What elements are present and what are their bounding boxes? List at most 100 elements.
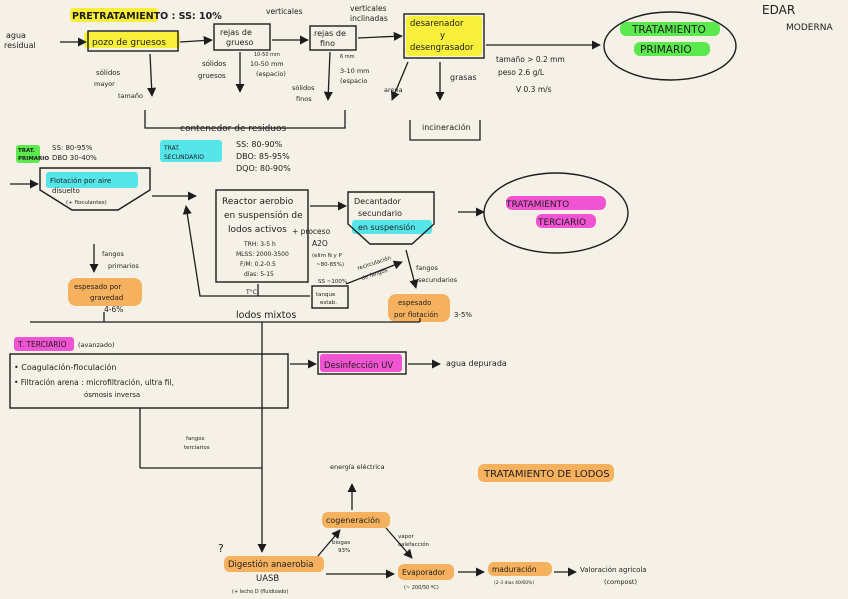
primary-bubble: [603, 11, 737, 81]
espacio-1a: 10-50 mm: [250, 60, 284, 68]
recirculacion-2: de fangos: [361, 268, 389, 282]
tertiary-bubble-highlight: [506, 196, 606, 210]
t-terciario-label: T. TERCIARIO: [17, 340, 67, 349]
espacio-1b: (espacio): [256, 70, 286, 78]
primary-eff-2: DBO 30-40%: [52, 154, 97, 162]
pozo-label: pozo de gruesos: [92, 38, 166, 48]
desinfeccion-box: [317, 351, 407, 375]
decantador-label-2: secundario: [358, 209, 402, 218]
trat-primario-highlight: [16, 145, 40, 163]
floculantes-label: (+ floculantes): [66, 200, 107, 206]
trat-primario-1: TRAT.: [18, 148, 35, 154]
trat-secundario-highlight: [160, 140, 222, 162]
proceso-4: ~80-85%): [316, 262, 344, 268]
fangos-secundarios-1: fangos: [416, 264, 438, 272]
solidos-mayor-1: sólidos: [96, 69, 121, 77]
rejas-finas-label-2: fino: [320, 39, 335, 48]
tertiary-item-1: • Coagulación-floculación: [14, 362, 117, 372]
corner-title: EDAR: [762, 3, 795, 17]
decantador-label-3: en suspensión: [358, 222, 415, 232]
tanque-label-2: estab.: [320, 300, 337, 306]
contenedor-label: contenedor de residuos: [180, 124, 287, 134]
proceso-2: A2O: [312, 239, 328, 248]
rejas-finas-spacing: 6 mm: [340, 54, 355, 60]
fangos-terciarios-2: terciarios: [184, 445, 210, 451]
decantador-highlight: [352, 220, 432, 234]
reactor-param-1: TRH: 3-5 h: [243, 241, 276, 248]
solidos-gruesos-1: sólidos: [202, 60, 227, 68]
fangos-secundarios-2: secundarios: [418, 276, 458, 284]
espacio-2b: (espacio: [340, 77, 367, 85]
tertiary-box: [9, 353, 289, 409]
pretreatment-heading: PRETRATAMIENTO : SS: 10%: [72, 11, 222, 22]
flotacion-label-2: disuelto: [52, 187, 80, 195]
reactor-param-4: días: 5-15: [244, 271, 274, 278]
evaporador-note: (~ 200/50 ºC): [404, 585, 439, 591]
decantador-label-1: Decantador: [354, 197, 401, 206]
question-mark: ?: [218, 542, 224, 555]
grasas-label: grasas: [450, 73, 477, 82]
primary-eff-1: SS: 80-95%: [52, 144, 93, 152]
trat-secundario-1: TRAT.: [163, 145, 180, 152]
rejas-finas-label-1: rejas de: [314, 29, 346, 38]
rejas-finas-note-1: verticales: [350, 4, 387, 13]
uasb-note: (+ lecho D (fluidizado): [232, 589, 288, 595]
tertiary-item-2: • Filtración arena : microfiltración, ul…: [14, 378, 174, 387]
secondary-eff-3: DQO: 80-90%: [236, 164, 291, 173]
espesado-flotacion-highlight: [388, 294, 450, 322]
espesado-flotacion-2: por flotación: [394, 311, 438, 319]
contenedor-bracket: [144, 110, 346, 129]
desarenador-box: [403, 13, 485, 59]
desarenador-spec-3: V 0.3 m/s: [516, 85, 552, 94]
proceso-1: + proceso: [292, 227, 331, 236]
desarenador-label-2: y: [440, 31, 445, 41]
reactor-param-2: MLSS: 2000-3500: [236, 251, 289, 258]
reactor-param-3: F/M: 0.2-0.5: [240, 261, 276, 268]
pozo-box: [87, 30, 179, 52]
reactor-label-1: Reactor aerobio: [222, 197, 294, 207]
fangos-primarios-1: fangos: [102, 250, 124, 258]
agua-depurada-label: agua depurada: [446, 359, 507, 368]
trat-secundario-2: SECUNDARIO: [164, 154, 204, 161]
rejas-gruesas-label-1: rejas de: [220, 28, 252, 37]
tratamiento-lodos-label: TRATAMIENTO DE LODOS: [483, 469, 610, 480]
arena-label: arena: [384, 86, 403, 94]
reactor-label-3: lodos activos: [228, 225, 287, 235]
vapor-2: calefacción: [398, 541, 430, 548]
cogeneracion-highlight: [322, 512, 390, 528]
reactor-box: [215, 189, 309, 283]
fangos-terciarios-1: fangos: [186, 436, 205, 442]
biogas-1: biogas: [332, 540, 350, 546]
rejas-finas-box: [309, 25, 357, 51]
lodos-mixtos-label: lodos mixtos: [236, 310, 296, 321]
input-line-1: agua: [6, 31, 26, 40]
rejas-finas-note-2: inclinadas: [350, 14, 388, 23]
tertiary-bubble-2: TERCIARIO: [537, 218, 586, 228]
desarenador-label-3: desengrasador: [410, 43, 474, 53]
pozo-highlight: [84, 32, 180, 48]
t-terciario-note: (avanzado): [78, 341, 115, 349]
espesado-gravedad-1: espesado por: [74, 283, 121, 291]
desinfeccion-label: Desinfección UV: [324, 360, 393, 371]
corner-subtitle: MODERNA: [786, 23, 833, 33]
desarenador-spec-2: peso 2.6 g/L: [498, 68, 545, 77]
valoracion-2: (compost): [604, 578, 637, 586]
tertiary-bubble-highlight-2: [536, 214, 596, 228]
primary-bubble-2: PRIMARIO: [640, 44, 692, 56]
reactor-temp: T°C: [245, 289, 257, 296]
rejas-gruesas-box: [213, 23, 271, 51]
digestion-label: Digestión anaerobia: [228, 559, 313, 570]
rejas-gruesas-spacing: 10-50 mm: [254, 52, 280, 58]
uasb-label: UASB: [256, 574, 279, 584]
pretreatment-highlight: [70, 8, 158, 22]
primary-bubble-1: TRATAMIENTO: [631, 24, 706, 36]
solidos-finos-2: finos: [296, 95, 312, 103]
evaporador-highlight: [398, 564, 454, 580]
trat-primario-2: PRIMARIO: [18, 156, 49, 162]
tratamiento-lodos-highlight: [478, 464, 614, 482]
input-line-2: residual: [4, 41, 36, 50]
rejas-gruesas-label-2: grueso: [226, 38, 254, 47]
espesado-flotacion-1: espesado: [398, 299, 431, 307]
primary-bubble-highlight: [620, 22, 720, 36]
